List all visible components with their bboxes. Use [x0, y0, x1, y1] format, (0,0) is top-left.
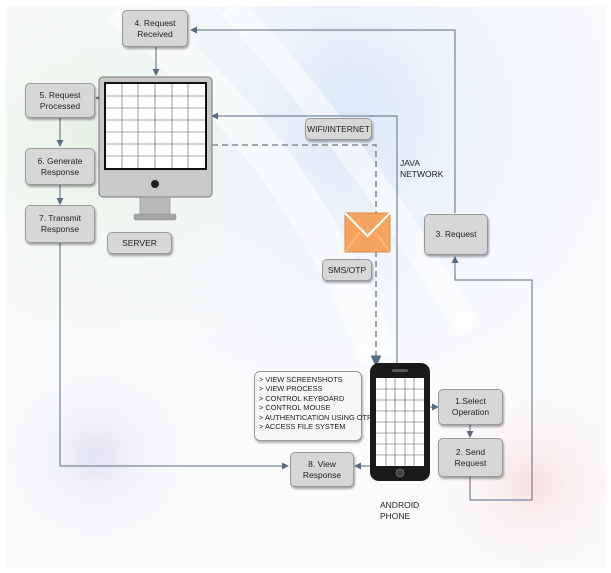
arrow-phone-to-server [211, 112, 398, 365]
node-request-received: 4. Request Received [122, 10, 188, 47]
envelope-icon [344, 212, 391, 253]
node-request: 3. Request [424, 214, 488, 255]
label-java-network: JAVA NETWORK [400, 158, 444, 179]
label-android-phone: ANDROID PHONE [380, 500, 420, 521]
node-view-response: 8. View Response [290, 452, 354, 487]
arrow-request-to-received [190, 26, 456, 213]
feature-item: > CONTROL KEYBOARD [259, 393, 345, 403]
features-list: > VIEW SCREENSHOTS > VIEW PROCESS > CONT… [254, 371, 372, 441]
desktop-monitor-icon [98, 76, 213, 221]
feature-item: > AUTHENTICATION USING OTP [259, 412, 372, 422]
node-request-processed: 5. Request Processed [25, 83, 95, 118]
node-transmit-response: 7. Transmit Response [25, 205, 95, 243]
node-wifi-internet: WIFI/INTERNET [305, 118, 372, 140]
feature-item: > CONTROL MOUSE [259, 403, 331, 413]
feature-item: > VIEW SCREENSHOTS [259, 375, 343, 384]
arrow-send-to-request [451, 256, 533, 501]
node-generate-response: 6. Generate Response [25, 148, 95, 185]
feature-item: > VIEW PROCESS [259, 384, 323, 394]
node-send-request: 2. Send Request [438, 438, 503, 477]
feature-item: > ACCESS FILE SYSTEM [259, 422, 346, 432]
node-sms-otp: SMS/OTP [322, 259, 372, 281]
arrow-transmit-to-view [59, 243, 289, 470]
node-server: SERVER [107, 232, 172, 254]
smartphone-icon [370, 363, 430, 481]
node-select-operation: 1.Select Operation [438, 389, 503, 425]
dashed-server-to-phone [212, 144, 382, 367]
